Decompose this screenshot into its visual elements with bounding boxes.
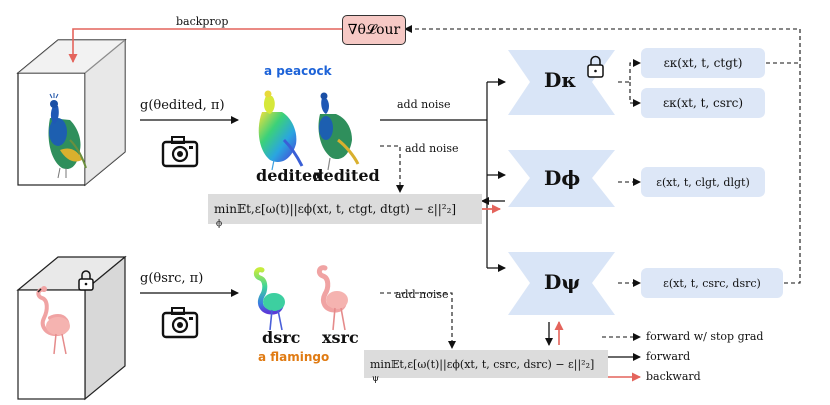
flamingo-depth-render bbox=[253, 267, 285, 331]
gradient-loss-box: ∇θ𝓛our bbox=[342, 15, 406, 45]
flamingo-image bbox=[36, 286, 70, 355]
add-noise-dashed-mid bbox=[380, 145, 404, 193]
render-label-bottom: g(θsrc, π) bbox=[140, 271, 204, 286]
peacock-caption: a peacock bbox=[264, 64, 332, 78]
upper-loss: min𝔼t,ε[ω(t)||εϕ(xt, t, ctgt, dtgt) − ε|… bbox=[208, 194, 482, 224]
add-noise-mid: add noise bbox=[405, 142, 459, 155]
output-psi: ε(xt, t, csrc, dsrc) bbox=[641, 268, 783, 298]
peacock-depth-render bbox=[258, 90, 304, 171]
x-src-label: xsrc bbox=[322, 328, 359, 347]
lower-loss-text: min𝔼t,ε[ω(t)||εϕ(xt, t, csrc, dsrc) − ε|… bbox=[370, 357, 595, 371]
add-noise-top: add noise bbox=[397, 98, 451, 111]
upper-loss-sub: ϕ bbox=[216, 219, 223, 229]
flamingo-caption: a flamingo bbox=[258, 350, 330, 364]
legend-stop-grad: forward w/ stop grad bbox=[646, 330, 764, 343]
legend-forward: forward bbox=[646, 350, 691, 363]
cube-lock-icon bbox=[78, 270, 94, 291]
lock-icon bbox=[587, 55, 604, 78]
backprop-arrow bbox=[68, 28, 342, 63]
legend-backward: backward bbox=[646, 370, 701, 383]
camera-icon bbox=[161, 136, 199, 168]
network-phi bbox=[508, 150, 615, 207]
kappa-out-tgt bbox=[618, 59, 641, 83]
d-edited-label: dedited bbox=[256, 166, 324, 185]
net-label-psi: Dψ bbox=[544, 270, 581, 294]
kappa-out-src bbox=[629, 82, 641, 107]
net-label-phi: Dϕ bbox=[544, 166, 581, 190]
lower-loss: min𝔼t,ε[ω(t)||εϕ(xt, t, csrc, dsrc) − ε|… bbox=[364, 350, 608, 378]
flamingo-cube bbox=[16, 255, 127, 401]
peacock-rgb-render bbox=[318, 92, 360, 171]
camera-icon bbox=[161, 307, 199, 339]
net-label-kappa: Dκ bbox=[544, 68, 577, 92]
output-kappa-tgt: εκ(xt, t, ctgt) bbox=[641, 48, 765, 78]
x-edited-label: xedited bbox=[314, 166, 380, 185]
peacock-image bbox=[48, 93, 87, 179]
d-src-label: dsrc bbox=[262, 328, 301, 347]
upper-loss-text: min𝔼t,ε[ω(t)||εϕ(xt, t, ctgt, dtgt) − ε|… bbox=[214, 202, 457, 216]
backprop-label: backprop bbox=[176, 15, 229, 28]
add-noise-dashed-bottom bbox=[380, 292, 456, 349]
add-noise-bottom: add noise bbox=[395, 288, 449, 301]
lower-loss-sub: ψ bbox=[372, 374, 380, 384]
output-kappa-src: εκ(xt, t, csrc) bbox=[641, 88, 765, 118]
render-label-top: g(θedited, π) bbox=[140, 98, 225, 113]
network-psi bbox=[508, 252, 615, 315]
flamingo-rgb-render bbox=[316, 265, 348, 331]
output-phi: ε(xt, t, clgt, dlgt) bbox=[641, 167, 765, 197]
grad-dashed-arrow bbox=[404, 25, 801, 284]
